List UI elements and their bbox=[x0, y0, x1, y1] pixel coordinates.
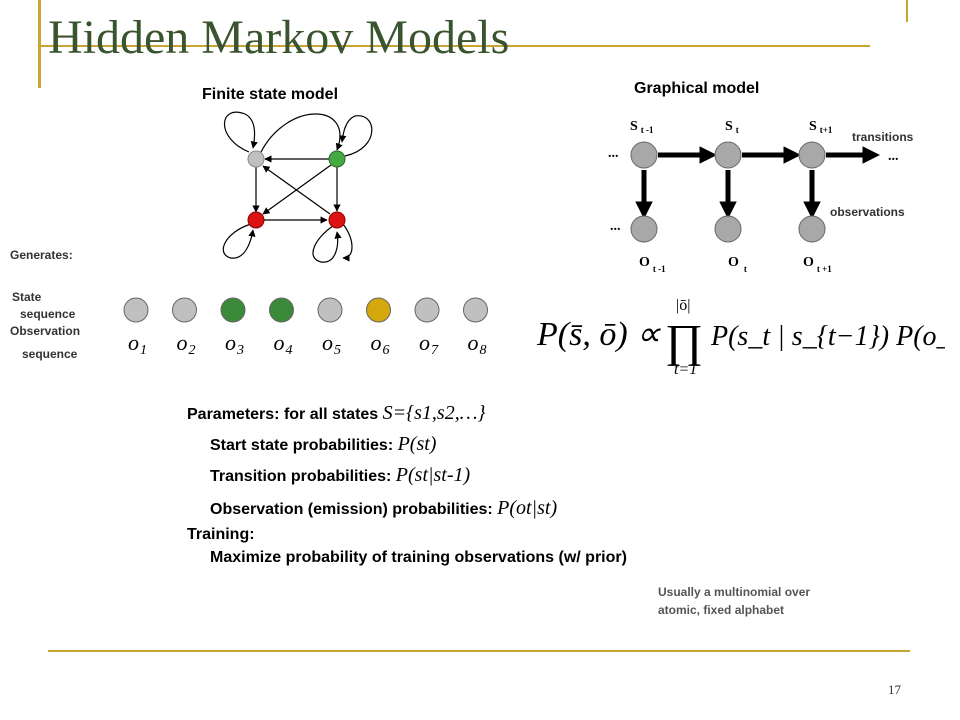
params-line-1-math: S={s1,s2,…} bbox=[382, 402, 486, 424]
params-line-2-math: P(st) bbox=[397, 433, 437, 455]
observation-label: o8 bbox=[468, 330, 487, 358]
observation-label: o6 bbox=[371, 330, 390, 358]
state-node-red-left bbox=[247, 211, 265, 229]
finite-state-diagram bbox=[222, 111, 373, 263]
params-line-4: Observation (emission) probabilities: P(… bbox=[210, 497, 557, 520]
edge-green-redleft bbox=[262, 164, 332, 215]
multinomial-note: Usually a multinomial over atomic, fixed… bbox=[658, 583, 810, 619]
self-loop-redleft bbox=[222, 223, 256, 259]
page-number: 17 bbox=[888, 682, 901, 697]
observation-label: o3 bbox=[225, 330, 244, 358]
formula-prod-upper: |ō| bbox=[676, 297, 690, 314]
bottom-rule bbox=[48, 650, 910, 652]
state-node-t-plus-1 bbox=[798, 141, 826, 169]
params-line-3-text: Transition probabilities: bbox=[210, 468, 396, 485]
self-loop-redright bbox=[312, 225, 342, 263]
finite-state-heading: Finite state model bbox=[202, 86, 339, 103]
params-line-4-math: P(ot|st) bbox=[497, 497, 558, 519]
state-node-red-right bbox=[328, 211, 346, 229]
formula-prod-lower: t=1 bbox=[674, 361, 697, 378]
observations-label: observations bbox=[830, 205, 905, 219]
maximize-text: Maximize probability of training observa… bbox=[210, 549, 627, 566]
self-loop-redright-b bbox=[342, 223, 353, 262]
observation-label: o7 bbox=[419, 330, 439, 358]
left-accent-bar bbox=[38, 0, 41, 88]
obs-sequence-label-1: Observation bbox=[10, 324, 81, 338]
state-sequence-node bbox=[269, 297, 294, 323]
arc-gray-green bbox=[258, 113, 343, 157]
sequence-diagram: o1 o2 o3 o4 o5 o6 o7 o8 bbox=[123, 297, 488, 358]
multinomial-note-line-2: atomic, fixed alphabet bbox=[658, 603, 785, 617]
state-sequence-node bbox=[366, 297, 391, 323]
ellipsis-left-top: ... bbox=[608, 146, 619, 161]
state-node-gray bbox=[247, 150, 265, 168]
obs-node-t-plus-1 bbox=[798, 215, 826, 243]
obs-node-t bbox=[714, 215, 742, 243]
params-line-3-math: P(st|st-1) bbox=[395, 464, 471, 486]
slide-title: Hidden Markov Models bbox=[48, 11, 510, 64]
joint-probability-formula: P(s̄, ō) ∝ |ō| ∏ t=1 P(s_t | s_{t−1}) P(… bbox=[536, 297, 945, 378]
transitions-label: transitions bbox=[852, 130, 914, 144]
self-loop-gray bbox=[223, 111, 258, 153]
state-sequence-label-2: sequence bbox=[20, 307, 76, 321]
params-line-4-text: Observation (emission) probabilities: bbox=[210, 501, 498, 518]
formula-lhs: P(s̄, ō) ∝ bbox=[536, 316, 661, 353]
right-accent-bar bbox=[906, 0, 908, 22]
edge-redright-gray bbox=[262, 165, 331, 215]
params-line-1-text: Parameters: for all states bbox=[187, 406, 383, 423]
generates-label: Generates: bbox=[10, 248, 73, 262]
state-node-t-minus-1 bbox=[630, 141, 658, 169]
ellipsis-left-bottom: ... bbox=[610, 219, 621, 234]
multinomial-note-line-1: Usually a multinomial over bbox=[658, 585, 811, 599]
observation-label: o5 bbox=[322, 330, 341, 358]
state-sequence-node bbox=[123, 297, 149, 323]
state-sequence-node bbox=[414, 297, 440, 323]
observation-label: o4 bbox=[274, 330, 293, 358]
params-line-2: Start state probabilities: P(st) bbox=[210, 433, 436, 456]
state-sequence-label-1: State bbox=[12, 290, 42, 304]
graphical-model-heading: Graphical model bbox=[634, 80, 760, 97]
state-sequence-node bbox=[220, 297, 246, 323]
observation-label: o1 bbox=[128, 330, 147, 358]
ellipsis-right: ... bbox=[888, 149, 899, 164]
formula-rhs: P(s_t | s_{t−1}) P(o_t | s_t) bbox=[710, 321, 945, 352]
obs-node-t-minus-1 bbox=[630, 215, 658, 243]
params-line-1: Parameters: for all states S={s1,s2,…} bbox=[187, 402, 486, 425]
state-sequence-node bbox=[317, 297, 343, 323]
training-label: Training: bbox=[187, 526, 255, 543]
params-line-2-text: Start state probabilities: bbox=[210, 437, 398, 454]
state-node-t bbox=[714, 141, 742, 169]
state-node-green bbox=[328, 150, 346, 168]
state-sequence-node bbox=[172, 297, 197, 323]
state-sequence-node bbox=[463, 297, 488, 323]
self-loop-green bbox=[339, 115, 373, 157]
params-line-3: Transition probabilities: P(st|st-1) bbox=[210, 464, 470, 487]
obs-sequence-label-2: sequence bbox=[22, 347, 78, 361]
observation-label: o2 bbox=[177, 330, 196, 358]
formula-prod-symbol: ∏ bbox=[665, 315, 703, 366]
top-rule bbox=[41, 45, 870, 47]
